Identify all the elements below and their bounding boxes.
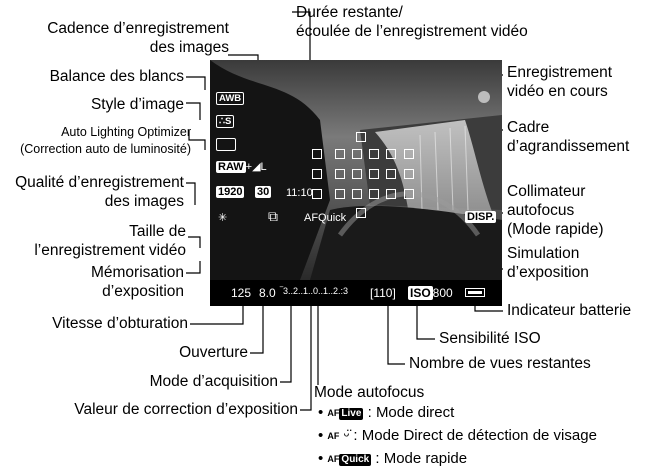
leader-memo: [186, 261, 201, 274]
leader-correction: [300, 297, 312, 411]
shutter-readout: 125: [231, 286, 252, 300]
af-point: [404, 149, 414, 159]
af-point: [312, 169, 322, 179]
af-point: [369, 189, 379, 199]
movie-size-readout: 1920: [216, 186, 245, 198]
magnify-frame: [356, 132, 366, 142]
label-correction: Valeur de correction d’exposition: [74, 401, 298, 418]
label-simul: Simulation d’exposition: [507, 245, 589, 281]
battery-icon: [465, 288, 485, 297]
label-collim: Collimateur autofocus (Mode rapide): [507, 183, 604, 238]
label-mode-af: Mode autofocus: [314, 384, 425, 401]
af-point: [312, 189, 322, 199]
leader-style: [186, 102, 201, 120]
af-point: [369, 169, 379, 179]
shots-remaining-readout: [110]: [370, 286, 396, 300]
label-ouverture: Ouverture: [179, 344, 248, 361]
auto-lighting-icon: [216, 138, 236, 151]
af-point: [356, 208, 366, 218]
af-point: [404, 189, 414, 199]
waterfall-scene: [210, 60, 502, 280]
label-cadre: Cadre d’agrandissement: [507, 119, 630, 155]
af-point: [386, 169, 396, 179]
awb-icon: AWB: [216, 92, 245, 105]
leader-vues: [387, 297, 405, 365]
quality-readout: RAW+◢L: [216, 161, 267, 173]
live-view-screen: AWB ∴S RAW+◢L 1920 30 11:10 ✳ ⧉ AFQuick …: [210, 60, 502, 280]
leader-balance: [186, 76, 206, 90]
aperture-readout: 8.0: [259, 286, 276, 300]
label-style: Style d’image: [90, 96, 184, 113]
label-cadence: Cadence d’enregistrement des images: [47, 20, 229, 56]
leader-ouverture: [250, 297, 264, 354]
af-point: [369, 149, 379, 159]
ae-lock-icon: ✳: [218, 212, 228, 224]
label-alo: Auto Lighting Optimizer (Correction auto…: [20, 125, 191, 156]
drive-mode-icon: ⧉: [268, 208, 278, 224]
af-mode-face: • AF ᵕ̈ : Mode Direct de détection de vi…: [318, 427, 597, 444]
af-point: [312, 149, 322, 159]
label-memo: Mémorisation d’exposition: [90, 264, 184, 300]
label-vues: Nombre de vues restantes: [409, 355, 591, 372]
picture-style-icon: ∴S: [216, 115, 235, 128]
recording-dot: [478, 91, 490, 103]
af-point: [335, 189, 345, 199]
af-point: [335, 149, 345, 159]
af-point: [386, 189, 396, 199]
exposure-sim-readout: DISP.: [465, 211, 497, 223]
leader-alo: [188, 130, 206, 150]
label-batterie: Indicateur batterie: [507, 302, 632, 319]
leader-iso: [416, 297, 435, 340]
label-acquisition: Mode d’acquisition: [149, 373, 278, 390]
label-qualite: Qualité d’enregistrement des images: [15, 174, 184, 210]
af-point: [404, 169, 414, 179]
label-enreg: Enregistrement vidéo en cours: [507, 64, 613, 100]
af-mode-readout: AFQuick: [304, 212, 347, 224]
leader-vitesse: [190, 297, 244, 325]
label-vitesse: Vitesse d’obturation: [52, 315, 188, 332]
exposure-scale: ‾3..2..1..0..1..2.:3: [280, 286, 349, 296]
af-point: [335, 169, 345, 179]
leader-qualite: [186, 182, 196, 205]
af-point: [386, 149, 396, 159]
label-balance: Balance des blancs: [49, 68, 184, 85]
af-point: [352, 189, 362, 199]
af-point: [352, 169, 362, 179]
time-readout: 11:10: [286, 187, 313, 199]
label-taille: Taille de l’enregistrement vidéo: [34, 223, 186, 259]
leader-taille: [188, 236, 201, 248]
label-duree: Durée restante/ écoulée de l’enregistrem…: [296, 4, 528, 40]
label-iso: Sensibilité ISO: [439, 330, 541, 347]
frame-rate-readout: 30: [255, 186, 272, 198]
af-point: [352, 149, 362, 159]
